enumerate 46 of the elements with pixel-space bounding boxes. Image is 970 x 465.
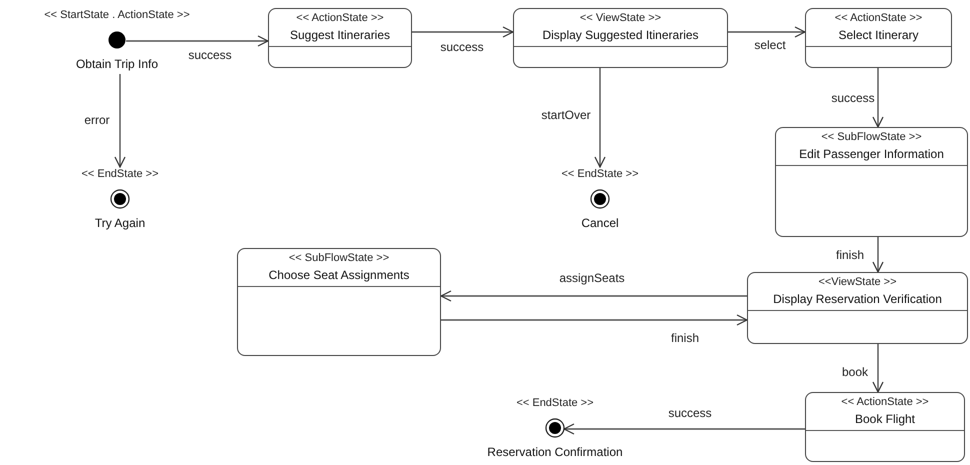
stereotype-label: <<ViewState >>: [818, 275, 897, 289]
stereotype-label: << EndState >>: [516, 396, 594, 410]
stereotype-label: << ViewState >>: [580, 11, 662, 25]
transition-arrow: [441, 314, 748, 326]
state-box: [805, 8, 952, 68]
transition-arrow: [126, 35, 269, 47]
state-box: [513, 8, 728, 68]
state-name: Try Again: [94, 215, 146, 231]
stereotype-label: << ActionState >>: [841, 395, 929, 409]
transition-arrow: [594, 68, 606, 168]
state-name: Book Flight: [854, 411, 916, 427]
state-name: Suggest Itineraries: [290, 27, 390, 43]
transition-arrow: [114, 74, 126, 168]
transition-arrow: [563, 423, 805, 435]
transition-arrow: [872, 68, 884, 128]
state-box: [237, 248, 441, 356]
stereotype-label: << EndState >>: [561, 167, 639, 181]
edge-label: finish: [835, 248, 865, 262]
state-name: Obtain Trip Info: [76, 56, 158, 72]
state-name: Cancel: [581, 215, 619, 231]
stereotype-label: << SubFlowState >>: [821, 130, 922, 144]
transition-arrow: [872, 237, 884, 273]
transition-arrow: [728, 26, 806, 38]
state-name: Reservation Confirmation: [487, 444, 623, 460]
stereotype-label: << ActionState >>: [296, 11, 384, 25]
stereotype-label: << StartState . ActionState >>: [44, 8, 190, 22]
stereotype-label: << ActionState >>: [834, 11, 922, 25]
stereotype-label: << SubFlowState >>: [288, 251, 390, 265]
state-box: [747, 272, 968, 344]
state-name: Display Reservation Verification: [773, 291, 942, 307]
state-box: [775, 127, 968, 237]
stereotype-label: << EndState >>: [81, 167, 159, 181]
transition-arrow: [412, 26, 514, 38]
edge-label: assignSeats: [558, 271, 626, 285]
edge-label: select: [753, 38, 787, 52]
state-name: Display Suggested Itineraries: [542, 27, 699, 43]
edge-label: finish: [670, 331, 700, 345]
edge-label: book: [840, 365, 870, 379]
edge-label: startOver: [540, 108, 592, 122]
state-name: Choose Seat Assignments: [268, 267, 410, 283]
state-name: Select Itinerary: [838, 27, 919, 43]
state-box: [805, 392, 965, 462]
transition-arrow: [872, 344, 884, 393]
transition-arrow: [440, 290, 747, 302]
state-name: Edit Passenger Information: [799, 146, 944, 162]
state-box: [268, 8, 412, 68]
